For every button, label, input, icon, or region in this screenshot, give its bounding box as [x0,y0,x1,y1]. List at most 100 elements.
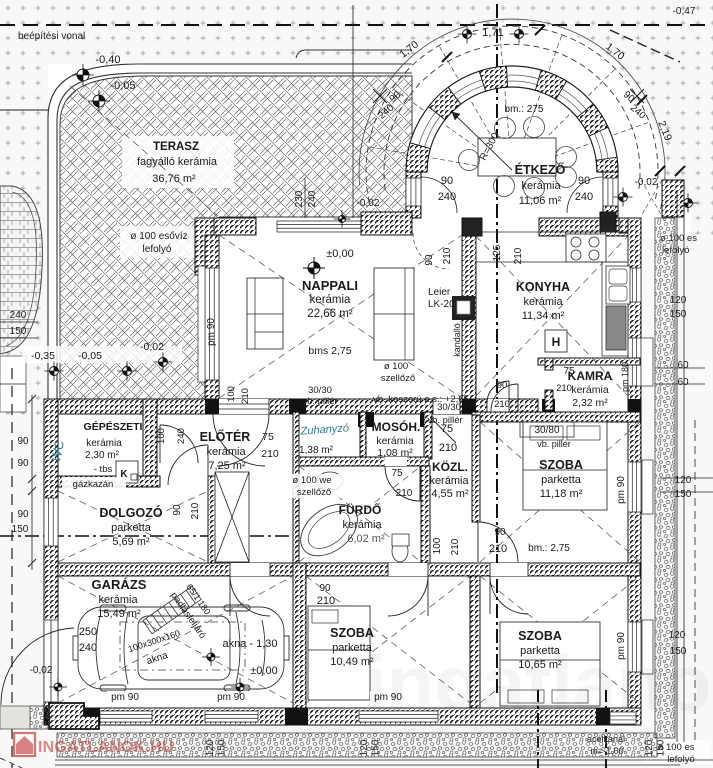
svg-text:parketta: parketta [332,642,373,654]
svg-text:15,49 m²: 15,49 m² [97,608,141,620]
svg-text:fagyálló kerámia: fagyálló kerámia [137,156,218,168]
svg-text:-0,02: -0,02 [357,198,380,209]
svg-text:INGATLANOK.HU: INGATLANOK.HU [38,739,174,756]
svg-text:90: 90 [441,175,453,187]
svg-text:pm 90: pm 90 [374,692,402,703]
svg-text:240: 240 [79,642,97,654]
svg-text:SZOBA: SZOBA [518,629,562,643]
svg-text:SZOBA: SZOBA [539,458,583,472]
svg-text:lefolyó: lefolyó [143,244,172,255]
svg-text:gázkazán: gázkazán [73,479,114,490]
svg-text:1,08 m²: 1,08 m² [377,447,413,459]
svg-text:60: 60 [677,360,689,371]
svg-text:kerámia: kerámia [521,180,561,192]
svg-text:90: 90 [578,175,590,187]
svg-text:WC: WC [48,438,67,463]
svg-text:6,02 m²: 6,02 m² [347,533,385,545]
svg-text:90: 90 [17,436,29,447]
svg-text:MOSÓH.: MOSÓH. [372,419,421,434]
svg-text:90: 90 [424,254,435,266]
svg-text:150: 150 [675,489,692,500]
svg-text:75: 75 [262,431,274,443]
svg-text:bms 2,75: bms 2,75 [308,345,351,357]
svg-text:KÖZL.: KÖZL. [432,459,468,474]
svg-text:vb. pillér: vb. pillér [302,396,337,407]
svg-text:pm 90: pm 90 [111,692,139,703]
svg-text:ø 100 es: ø 100 es [658,742,695,753]
svg-text:22,66 m²: 22,66 m² [307,308,353,320]
svg-text:-0,40: -0,40 [95,54,120,66]
svg-text:210: 210 [489,543,507,555]
svg-text:210: 210 [396,488,413,499]
svg-text:lefolyó: lefolyó [662,245,689,256]
svg-text:kandalló: kandalló [452,323,462,357]
svg-text:210: 210 [240,388,251,404]
svg-text:H: H [552,335,561,349]
svg-text:2,30 m²: 2,30 m² [85,450,120,461]
svg-text:DOLGOZÓ: DOLGOZÓ [99,505,162,520]
svg-text:ø 100 esővíz: ø 100 esővíz [130,231,187,242]
svg-text:240: 240 [176,428,187,444]
svg-text:SZOBA: SZOBA [330,626,374,640]
svg-text:K: K [120,469,128,480]
svg-text:100: 100 [226,386,237,402]
svg-text:210: 210 [450,538,461,555]
svg-text:10,49 m²: 10,49 m² [330,656,374,668]
svg-text:100: 100 [432,537,443,554]
svg-text:7,25 m²: 7,25 m² [208,460,246,472]
svg-text:120: 120 [670,295,687,306]
svg-text:210: 210 [513,247,524,264]
svg-text:Leier: Leier [428,287,451,298]
svg-text:vb. koszorú a.s.: +2,65: vb. koszorú a.s.: +2,65 [373,394,469,405]
svg-text:kerámia: kerámia [310,294,352,306]
svg-text:kerámia: kerámia [206,446,246,458]
svg-text:parketta: parketta [520,645,561,657]
svg-text:TERASZ: TERASZ [153,141,199,153]
svg-text:kerámia: kerámia [523,296,563,308]
svg-text:210: 210 [556,383,572,394]
svg-text:LK-20: LK-20 [428,299,455,310]
svg-text:-0,02: -0,02 [140,341,164,353]
svg-text:210: 210 [439,442,457,454]
svg-text:ø 100 es: ø 100 es [660,233,697,244]
svg-text:FÜRDŐ: FÜRDŐ [339,502,382,517]
svg-text:75: 75 [391,468,403,479]
svg-text:ingatlanok: ingatlanok [365,639,713,727]
svg-text:-0,05: -0,05 [78,350,102,362]
svg-text:bm.: 2,75: bm.: 2,75 [528,543,570,554]
svg-text:90: 90 [17,509,29,520]
svg-text:90: 90 [319,583,331,594]
svg-text:150: 150 [10,326,27,337]
svg-text:240: 240 [575,191,593,203]
svg-text:150: 150 [670,646,687,657]
svg-text:250: 250 [79,626,97,638]
svg-text:150: 150 [12,524,29,535]
svg-text:75: 75 [441,423,453,435]
svg-text:±0,00: ±0,00 [250,665,277,677]
svg-text:11,18 m²: 11,18 m² [540,488,583,500]
svg-text:75: 75 [563,366,575,377]
svg-text:210: 210 [261,448,279,460]
svg-text:kerámia: kerámia [376,435,414,447]
svg-text:120: 120 [675,475,692,486]
svg-text:30/80: 30/80 [534,425,559,436]
svg-text:60: 60 [677,377,689,388]
svg-text:30/30: 30/30 [437,402,461,413]
svg-text:kerámia: kerámia [571,384,609,396]
svg-text:kerámia: kerámia [98,594,138,606]
svg-text:210: 210 [494,399,510,410]
svg-text:kerámia: kerámia [86,438,122,449]
svg-text:5,69 m²: 5,69 m² [112,536,150,548]
svg-text:pm 90: pm 90 [206,318,217,346]
svg-text:210: 210 [317,595,335,607]
svg-text:10,65 m²: 10,65 m² [518,659,562,671]
svg-text:90: 90 [494,527,506,538]
svg-text:Zuhanyzó: Zuhanyzó [299,422,349,437]
svg-text:-0,02: -0,02 [635,177,658,188]
svg-text:90: 90 [172,504,183,516]
svg-text:150: 150 [670,309,687,320]
svg-text:150: 150 [656,739,667,756]
svg-text:lefolyó: lefolyó [667,754,694,765]
svg-text:230: 230 [294,190,305,207]
svg-text:1,71: 1,71 [482,27,503,39]
